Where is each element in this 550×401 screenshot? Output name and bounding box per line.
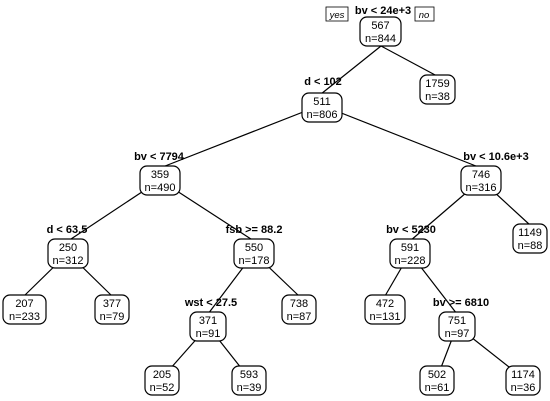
split-label-n4: bv < 7794 [134, 151, 185, 163]
tree-node-n17: 593 n=39 [231, 365, 267, 396]
tree-node-n16: 205 n=52 [144, 365, 180, 396]
branch-tag-yes: yes [325, 6, 349, 22]
split-label-n12: wst < 27.5 [184, 297, 237, 309]
node-count-n7: n=178 [239, 255, 270, 267]
tree-node-n1: 567 n=844 [359, 16, 402, 47]
split-label-n7: fsb >= 88.2 [226, 224, 283, 236]
node-count-n19: n=36 [511, 382, 536, 394]
node-value-n14: 472 [376, 298, 394, 310]
node-count-n9: n=88 [518, 240, 543, 252]
tree-node-n10: 207 n=233 [2, 294, 47, 325]
node-value-n12: 371 [199, 315, 217, 327]
tree-node-n15: 751 n=97 [438, 311, 476, 342]
node-count-n6: n=312 [53, 255, 84, 267]
split-label-n1: bv < 24e+3 [355, 5, 411, 17]
split-label-n15: bv >= 6810 [433, 297, 489, 309]
split-label-n5: bv < 10.6e+3 [463, 151, 528, 163]
edge-n2-n4 [159, 104, 322, 169]
split-label-n2: d < 102 [304, 76, 342, 88]
node-count-n10: n=233 [9, 311, 40, 323]
tree-node-n6: 250 n=312 [47, 238, 89, 269]
node-value-n19: 1174 [511, 369, 535, 381]
branch-tag-yes-label: yes [329, 10, 345, 21]
branch-tag-no-label: no [419, 10, 430, 21]
node-count-n12: n=91 [196, 328, 221, 340]
node-value-n16: 205 [153, 369, 171, 381]
node-value-n13: 738 [290, 298, 308, 310]
tree-node-n13: 738 n=87 [281, 294, 317, 325]
tree-node-n18: 502 n=61 [419, 365, 455, 396]
tree-node-n12: 371 n=91 [189, 311, 227, 342]
node-value-n8: 591 [401, 242, 419, 254]
tree-node-n2: 511 n=806 [301, 92, 343, 123]
node-value-n5: 746 [472, 169, 490, 181]
node-value-n9: 1149 [518, 227, 542, 239]
node-value-n18: 502 [428, 369, 446, 381]
split-labels: bv < 24e+3 d < 102 bv < 7794 bv < 10.6e+… [47, 5, 529, 309]
split-label-n8: bv < 5230 [386, 224, 436, 236]
tree-node-n14: 472 n=131 [364, 294, 406, 325]
tree-node-n5: 746 n=316 [460, 165, 502, 196]
node-value-n3: 1759 [425, 78, 449, 90]
tree-node-n3: 1759 n=38 [419, 74, 456, 105]
node-value-n2: 511 [313, 96, 331, 108]
node-count-n16: n=52 [150, 382, 175, 394]
node-value-n10: 207 [15, 298, 33, 310]
node-count-n15: n=97 [445, 328, 470, 340]
tree-node-n9: 1149 n=88 [512, 223, 548, 254]
node-value-n15: 751 [448, 315, 466, 327]
node-value-n11: 377 [103, 298, 121, 310]
node-count-n11: n=79 [100, 311, 125, 323]
node-count-n2: n=806 [307, 109, 338, 121]
node-value-n4: 359 [151, 169, 169, 181]
node-value-n17: 593 [240, 369, 258, 381]
node-count-n14: n=131 [370, 311, 401, 323]
tree-node-n8: 591 n=228 [389, 238, 431, 269]
edge-n1-n2 [320, 45, 382, 95]
tree-node-n4: 359 n=490 [139, 165, 181, 196]
branch-tag-no: no [414, 6, 435, 22]
edge-n1-n3 [380, 45, 438, 77]
tree-node-n11: 377 n=79 [94, 294, 130, 325]
node-count-n8: n=228 [395, 255, 426, 267]
node-count-n17: n=39 [237, 382, 262, 394]
node-count-n13: n=87 [287, 311, 312, 323]
tree-node-n7: 550 n=178 [233, 238, 275, 269]
node-count-n1: n=844 [365, 33, 396, 45]
node-count-n3: n=38 [425, 91, 450, 103]
edge-n2-n5 [320, 104, 482, 169]
node-value-n1: 567 [371, 20, 389, 32]
node-count-n4: n=490 [145, 182, 176, 194]
tree-node-n19: 1174 n=36 [505, 365, 541, 396]
node-count-n18: n=61 [425, 382, 450, 394]
node-value-n7: 550 [245, 242, 263, 254]
node-value-n6: 250 [59, 242, 77, 254]
split-label-n6: d < 63.5 [47, 224, 88, 236]
node-count-n5: n=316 [466, 182, 497, 194]
